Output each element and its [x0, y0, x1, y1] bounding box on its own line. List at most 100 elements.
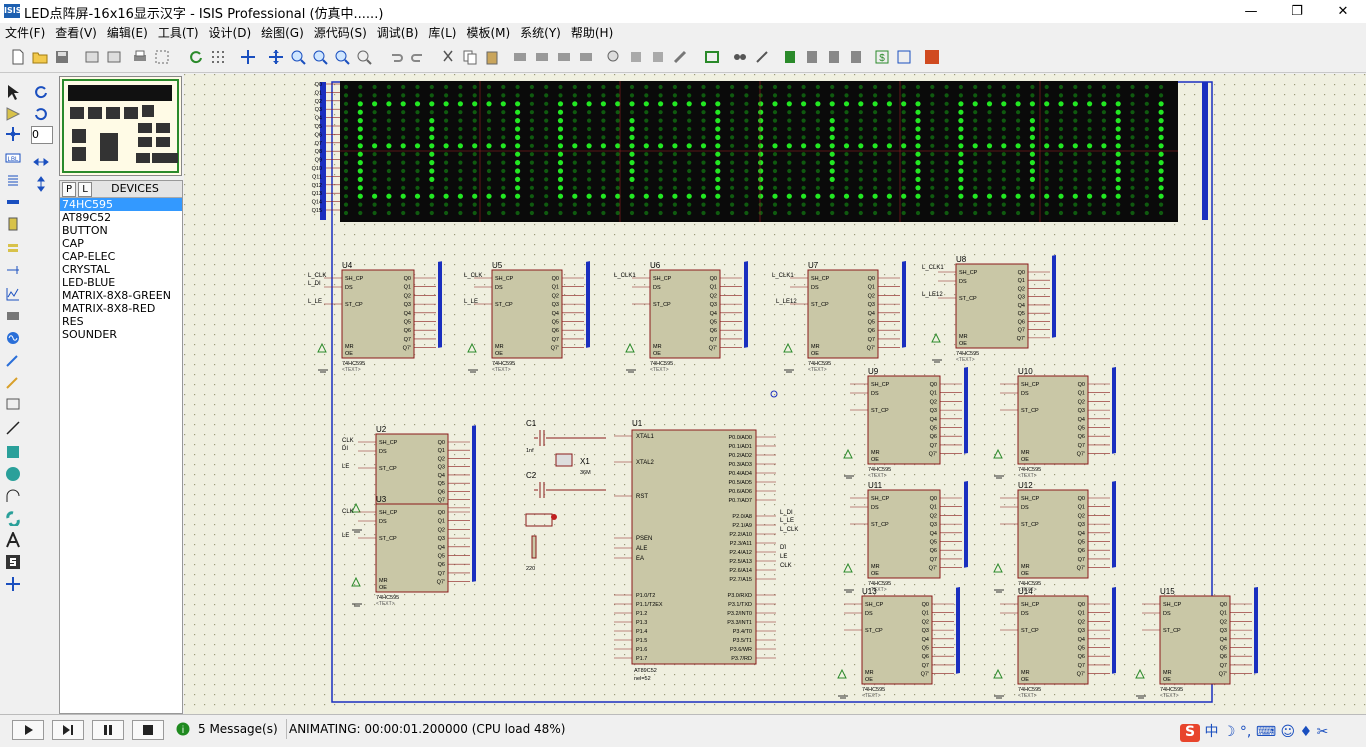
current-probe-icon[interactable]	[5, 374, 21, 390]
marker-tool-icon[interactable]	[5, 576, 21, 592]
export-icon[interactable]	[106, 49, 122, 65]
tape-recorder-icon[interactable]	[5, 308, 21, 324]
mirror-y-icon[interactable]	[33, 176, 49, 192]
copy-icon[interactable]	[462, 49, 478, 65]
menu-template[interactable]: 模板(M)	[466, 26, 511, 40]
minimize-button[interactable]: —	[1244, 4, 1258, 19]
zoom-out-icon[interactable]	[312, 49, 328, 65]
box-tool-icon[interactable]	[5, 444, 21, 460]
money-icon[interactable]: $	[874, 49, 890, 65]
library-manager-button[interactable]: L	[78, 182, 92, 197]
paste-icon[interactable]	[484, 49, 500, 65]
make-device-icon[interactable]	[628, 49, 644, 65]
rotate-anticlockwise-icon[interactable]	[33, 106, 49, 122]
block-copy-icon[interactable]	[512, 49, 528, 65]
list-item[interactable]: 74HC595	[60, 198, 182, 211]
list-item[interactable]: CRYSTAL	[62, 263, 110, 276]
cut-icon[interactable]	[440, 49, 456, 65]
list-item[interactable]: CAP	[62, 237, 84, 250]
menu-system[interactable]: 系统(Y)	[520, 26, 561, 40]
zoom-all-icon[interactable]	[334, 49, 350, 65]
grid-icon[interactable]	[210, 49, 226, 65]
netlist-icon[interactable]	[782, 49, 798, 65]
menu-design[interactable]: 设计(D)	[208, 26, 252, 40]
junction-dot-icon[interactable]	[5, 126, 21, 142]
refresh-icon[interactable]	[188, 49, 204, 65]
erc-icon[interactable]	[826, 49, 842, 65]
save-icon[interactable]	[54, 49, 70, 65]
list-item[interactable]: MATRIX-8X8-RED	[62, 302, 156, 315]
symbol-tool-icon[interactable]	[5, 554, 21, 570]
messages-count[interactable]: 5 Message(s)	[198, 722, 278, 736]
menu-source[interactable]: 源代码(S)	[313, 26, 367, 40]
list-item[interactable]: LED-BLUE	[62, 276, 116, 289]
decompose-icon[interactable]	[672, 49, 688, 65]
menu-edit[interactable]: 编辑(E)	[106, 26, 148, 40]
arc-tool-icon[interactable]	[5, 488, 21, 504]
rotate-clockwise-icon[interactable]	[33, 84, 49, 100]
search-icon[interactable]	[732, 49, 748, 65]
pan-icon[interactable]	[268, 49, 284, 65]
menu-graph[interactable]: 绘图(G)	[261, 26, 304, 40]
origin-icon[interactable]	[240, 49, 256, 65]
subcircuit-icon[interactable]	[5, 216, 21, 232]
list-item[interactable]: CAP-ELEC	[62, 250, 116, 263]
zoom-area-icon[interactable]	[356, 49, 372, 65]
path-tool-icon[interactable]	[5, 510, 21, 526]
new-file-icon[interactable]	[10, 49, 26, 65]
zoom-in-icon[interactable]	[290, 49, 306, 65]
terminal-icon[interactable]	[5, 240, 21, 256]
shirt-icon[interactable]: ♦	[1299, 724, 1313, 740]
undo-icon[interactable]	[388, 49, 404, 65]
text-tool-icon[interactable]	[5, 532, 21, 548]
bus-icon[interactable]	[5, 194, 21, 210]
list-item[interactable]: BUTTON	[62, 224, 108, 237]
block-delete-icon[interactable]	[578, 49, 594, 65]
menu-tools[interactable]: 工具(T)	[157, 26, 199, 40]
generator-icon[interactable]	[5, 330, 21, 346]
user-icon[interactable]: ☺	[1280, 724, 1296, 740]
mirror-x-icon[interactable]	[33, 154, 49, 170]
menu-library[interactable]: 库(L)	[428, 26, 457, 40]
script-icon[interactable]	[896, 49, 912, 65]
play-button[interactable]	[12, 720, 44, 740]
pick-devices-button[interactable]: P	[62, 182, 76, 197]
tools-icon[interactable]: ✂	[1316, 724, 1329, 740]
pause-button[interactable]	[92, 720, 124, 740]
import-icon[interactable]	[84, 49, 100, 65]
list-item[interactable]: RES	[62, 315, 84, 328]
selection-mode-icon[interactable]	[5, 84, 21, 100]
line-tool-icon[interactable]	[5, 420, 21, 436]
wire-label-icon[interactable]: LBL	[5, 150, 21, 166]
property-tool-icon[interactable]	[754, 49, 770, 65]
rotation-angle-field[interactable]: 0	[31, 126, 53, 144]
print-icon[interactable]	[132, 49, 148, 65]
pick-device-icon[interactable]	[606, 49, 622, 65]
voltage-probe-icon[interactable]	[5, 352, 21, 368]
list-item[interactable]: SOUNDER	[62, 328, 117, 341]
ime-chinese-icon[interactable]: 中	[1204, 724, 1219, 740]
overview-window[interactable]	[59, 76, 182, 176]
ares-netlist-icon[interactable]	[848, 49, 864, 65]
moon-icon[interactable]: ☽	[1222, 724, 1236, 740]
close-button[interactable]: ✕	[1337, 4, 1349, 19]
open-folder-icon[interactable]	[32, 49, 48, 65]
keyboard-icon[interactable]: ⌨	[1255, 724, 1277, 740]
list-item[interactable]: AT89C52	[62, 211, 112, 224]
list-item[interactable]: MATRIX-8X8-GREEN	[62, 289, 171, 302]
redo-icon[interactable]	[410, 49, 426, 65]
menu-view[interactable]: 查看(V)	[55, 26, 97, 40]
bom-icon[interactable]	[804, 49, 820, 65]
menu-file[interactable]: 文件(F)	[5, 26, 46, 40]
circle-tool-icon[interactable]	[5, 466, 21, 482]
menu-debug[interactable]: 调试(B)	[376, 26, 419, 40]
component-mode-icon[interactable]	[5, 106, 21, 122]
print-area-icon[interactable]	[154, 49, 170, 65]
package-tool-icon[interactable]	[650, 49, 666, 65]
virtual-instrument-icon[interactable]	[5, 396, 21, 412]
ares-icon[interactable]	[924, 49, 940, 65]
punctuation-icon[interactable]: °,	[1239, 724, 1252, 740]
step-button[interactable]	[52, 720, 84, 740]
graph-icon[interactable]	[5, 286, 21, 302]
